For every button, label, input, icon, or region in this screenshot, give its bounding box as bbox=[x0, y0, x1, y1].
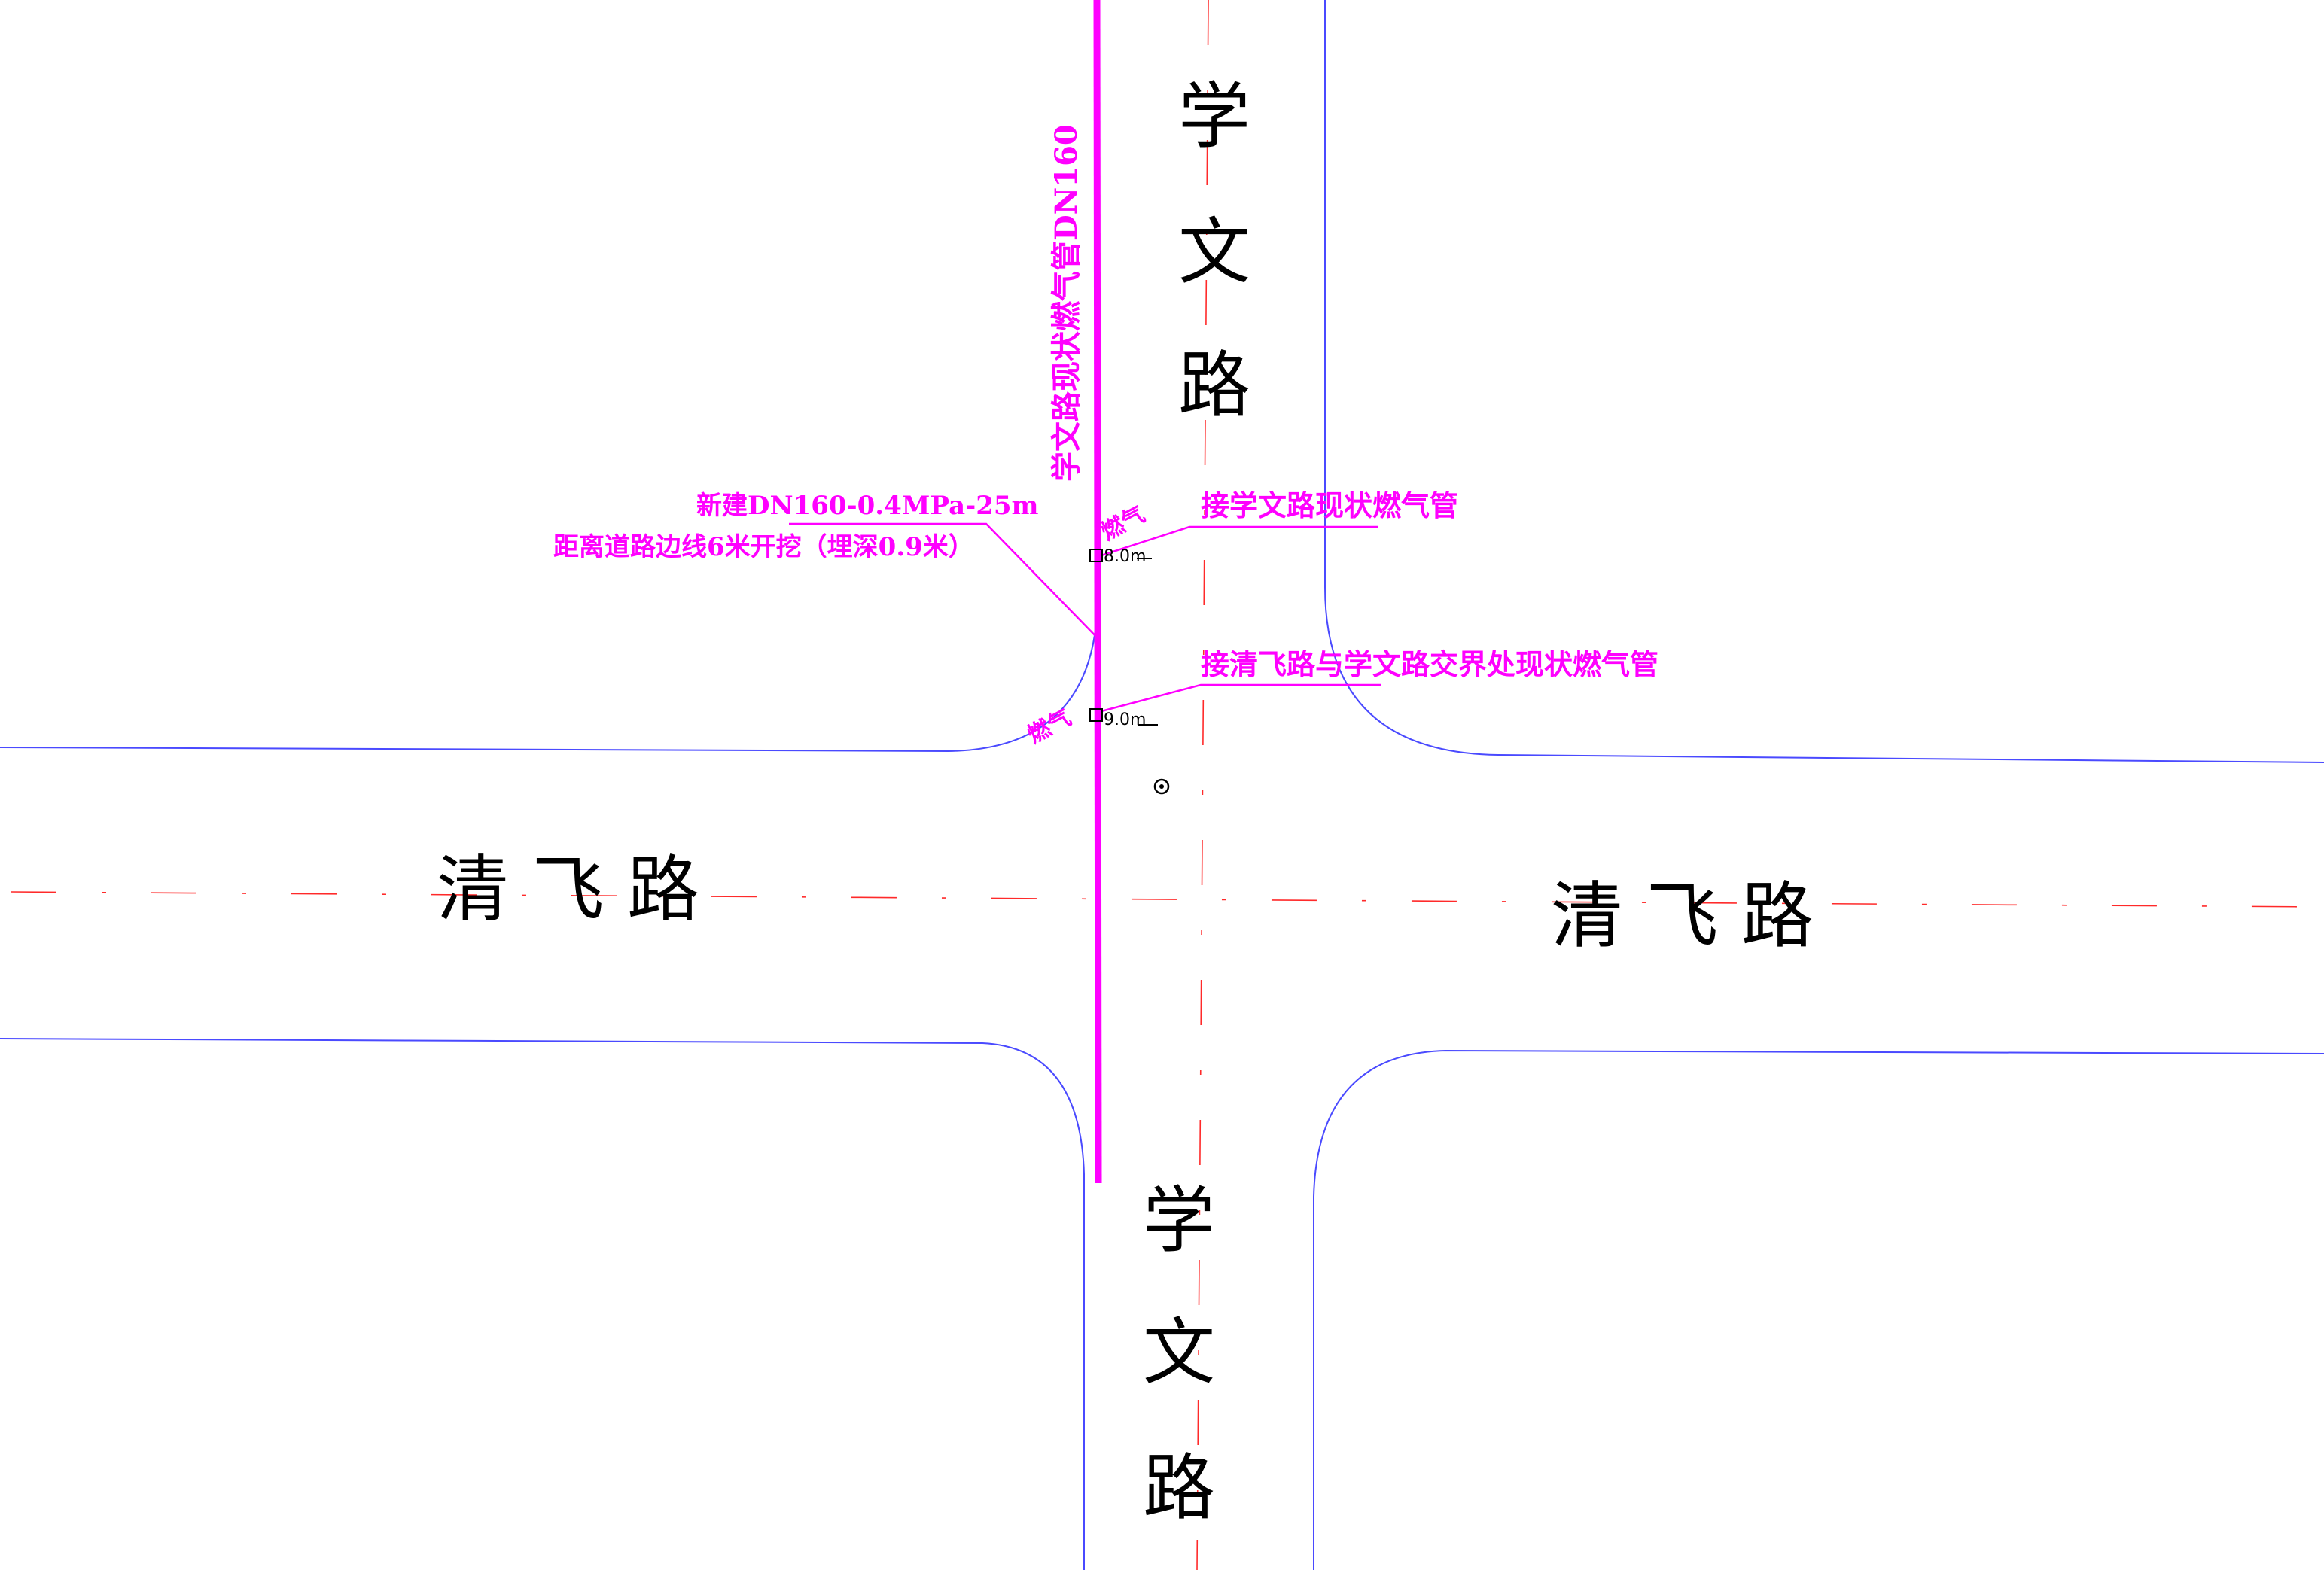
depth-label-lower: 9.0m bbox=[1104, 710, 1146, 729]
valve-markers: 8.0m 9.0m bbox=[1089, 547, 1170, 795]
road-name-xuewen-south-3: 路 bbox=[1143, 1446, 1215, 1530]
road-name-xuewen-south-1: 学 bbox=[1143, 1179, 1215, 1263]
depth-label-upper: 8.0m bbox=[1104, 547, 1146, 566]
road-edge-se bbox=[1313, 1049, 2324, 1570]
valve-lower bbox=[1089, 708, 1103, 722]
road-edge-sw bbox=[0, 1038, 1085, 1570]
road-edge-nw bbox=[0, 0, 1098, 753]
road-name-xuewen-south-2: 文 bbox=[1143, 1310, 1215, 1395]
leader-new-pipe bbox=[789, 522, 1101, 642]
leader-connect-xuewen bbox=[1101, 525, 1378, 557]
label-new-pipe-trench: 距离道路边线6米开挖（埋深0.9米） bbox=[553, 532, 974, 562]
pipe-joint bbox=[1096, 668, 1101, 672]
valve-upper bbox=[1089, 549, 1103, 562]
label-existing-pipe: 学文路现状燃气管DN160 bbox=[1049, 124, 1084, 482]
gas-pipes bbox=[1093, 0, 1102, 1184]
road-name-xuewen-north-3: 路 bbox=[1178, 343, 1250, 427]
road-names: 学 文 路 学 文 路 清 飞 路 清 飞 路 bbox=[437, 75, 1814, 1530]
centerline-qingfei bbox=[11, 891, 2324, 908]
road-name-qingfei-east: 清 飞 路 bbox=[1551, 874, 1814, 958]
pipe-joint bbox=[1096, 600, 1101, 604]
tag-gas-upper: 燃气 bbox=[1097, 501, 1149, 546]
label-new-pipe-spec: 新建DN160-0.4MPa-25m bbox=[696, 491, 1039, 521]
road-name-xuewen-north-2: 文 bbox=[1178, 210, 1250, 294]
tag-gas-lower: 燃气 bbox=[1023, 704, 1075, 749]
manhole-icon bbox=[1153, 778, 1170, 795]
pipe-joint bbox=[1096, 698, 1101, 702]
gas-annotations: 学文路现状燃气管DN160 新建DN160-0.4MPa-25m 距离道路边线6… bbox=[553, 124, 1658, 749]
centerlines bbox=[11, 0, 2324, 1570]
road-name-qingfei-west: 清 飞 路 bbox=[437, 847, 699, 932]
pipe-joint bbox=[1096, 567, 1101, 571]
leader-lines bbox=[789, 522, 1381, 713]
manhole-icon-center bbox=[1159, 784, 1164, 789]
leader-connect-intersection bbox=[1101, 683, 1381, 713]
road-name-xuewen-north-1: 学 bbox=[1178, 75, 1250, 159]
label-connect-intersection: 接清飞路与学文路交界处现状燃气管 bbox=[1201, 647, 1658, 681]
road-edge-ne bbox=[1324, 0, 2324, 763]
label-connect-xuewen: 接学文路现状燃气管 bbox=[1201, 488, 1458, 522]
